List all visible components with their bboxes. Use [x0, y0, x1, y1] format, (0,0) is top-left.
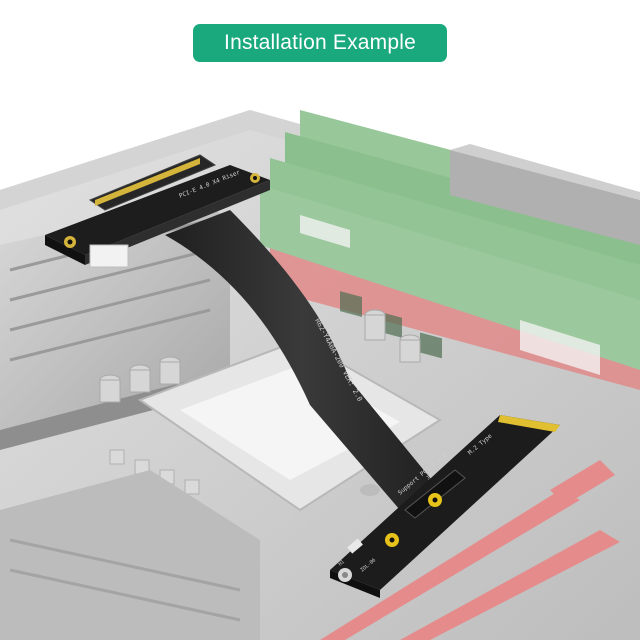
m2-adapter-board: Support PCI-E 4.0 M.2 Type JP1 H1 ZOL-06 [330, 415, 560, 598]
adapter-marking-jp1: JP1 [425, 471, 436, 481]
bottom-heatsink [0, 470, 260, 640]
banner-title: Installation Example [224, 31, 416, 54]
adapter-marking-h1: H1 [337, 559, 345, 567]
power-connector [450, 144, 640, 245]
scene-illustration: PCI-E 4.0 X4 Riser R62-Y4A0A-200 VER: 2.… [0, 110, 640, 640]
title-banner: Installation Example [193, 24, 447, 62]
pcie-slots [320, 460, 620, 640]
installation-scene: PCI-E 4.0 X4 Riser R62-Y4A0A-200 VER: 2.… [0, 70, 640, 640]
pcie-riser-card: PCI-E 4.0 X4 Riser [45, 154, 270, 268]
capacitors [99, 309, 421, 403]
